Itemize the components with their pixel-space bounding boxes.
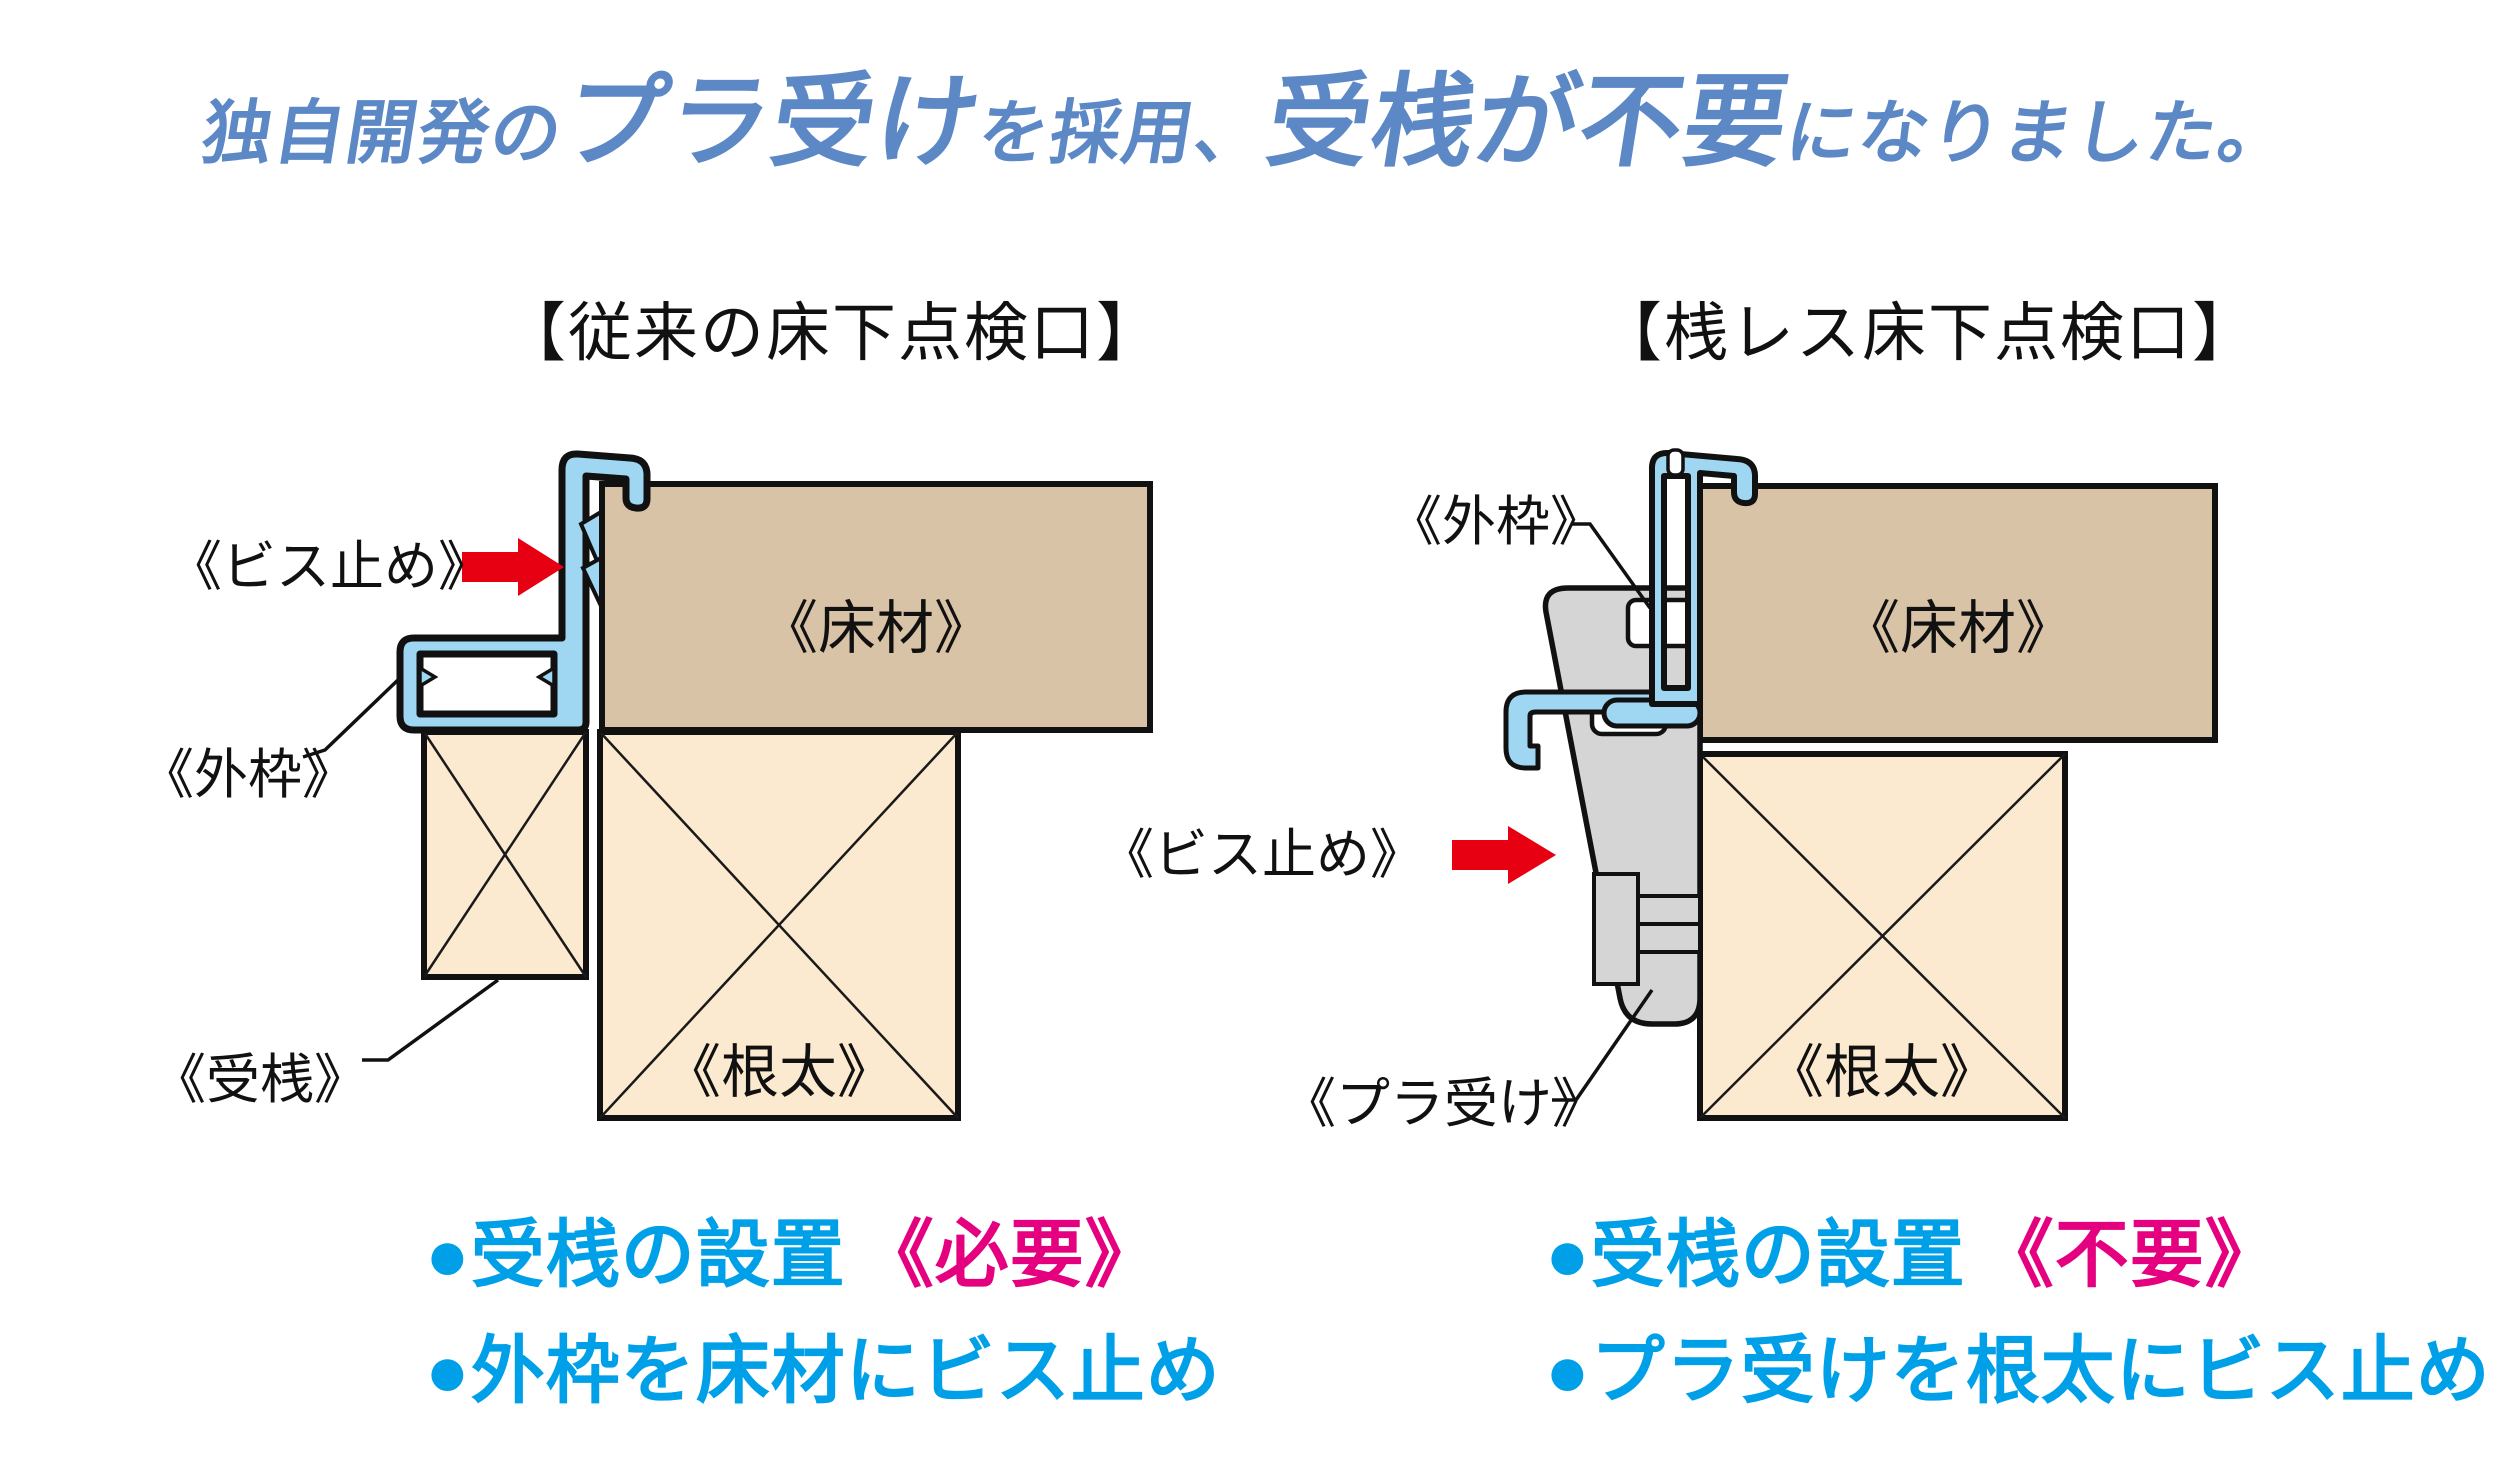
left-diagram: 《ビス止め》 《外枠》 《床材》 《受桟》 《根太》 [140, 450, 1153, 1121]
right-floor-label: 《床材》 [1842, 596, 2074, 661]
left-screw-label: 《ビス止め》 [168, 537, 492, 597]
note-text: ●外枠を床材にビス止め [425, 1329, 1221, 1412]
left-joist-label: 《根太》 [663, 1040, 895, 1105]
right-section-heading: 【桟レス床下点検口】 [1598, 297, 2258, 369]
right-screw-shaft [1636, 922, 1702, 954]
left-notes: ●受桟の設置《必要》 ●外枠を床材にビス止め [425, 1218, 1221, 1450]
right-joist-label: 《根太》 [1766, 1040, 1998, 1105]
note-text: ●受桟の設置 [425, 1213, 846, 1296]
left-joist-cross-line [599, 731, 959, 1119]
right-plastic-label: 《プラ受け》 [1282, 1074, 1606, 1134]
left-channel-notch [535, 664, 556, 690]
left-screw-wedge [578, 508, 603, 571]
note-text: ●受桟の設置 [1545, 1213, 1966, 1296]
note-line: ●プラ受けを根太にビス止め [1545, 1334, 2491, 1408]
note-highlight: 《必要》 [859, 1213, 1160, 1296]
right-screw-head [1592, 872, 1640, 986]
right-floor-box [1697, 483, 2218, 743]
note-line: ●外枠を床材にビス止め [425, 1334, 1221, 1408]
note-line: ●受桟の設置《必要》 [425, 1218, 1221, 1292]
left-rail-leader-line [362, 978, 500, 1062]
left-floor-box [599, 481, 1153, 733]
left-outer-frame-label: 《外枠》 [140, 745, 356, 805]
right-notes: ●受桟の設置《不要》 ●プラ受けを根太にビス止め [1545, 1218, 2491, 1450]
left-screw-arrow-icon [462, 538, 564, 596]
right-outer-frame-label: 《外枠》 [1388, 492, 1604, 552]
left-screw-wedge [580, 554, 603, 607]
right-screw-arrow-icon [1452, 826, 1556, 884]
left-section-heading: 【従来の床下点検口】 [502, 297, 1162, 369]
right-outer-frame-leader-line [1572, 522, 1652, 610]
left-rail-cross-line [422, 731, 588, 978]
right-diagram: 《外枠》 《ビス止め》 《床材》 《プラ受け》 《根太》 [1100, 448, 2218, 1134]
right-screw-shaft [1636, 894, 1702, 926]
note-text: ●プラ受けを根太にビス止め [1545, 1329, 2491, 1412]
left-floor-label: 《床材》 [760, 596, 992, 661]
note-highlight: 《不要》 [1979, 1213, 2280, 1296]
left-outer-frame-leader-line [302, 676, 402, 759]
left-rail-label: 《受桟》 [152, 1050, 368, 1110]
right-plastic-leader-line [1552, 989, 1654, 1102]
left-channel-notch [418, 664, 439, 690]
right-cap-notch [1666, 448, 1685, 477]
right-joist-cross-line [1699, 753, 2066, 1119]
note-line: ●受桟の設置《不要》 [1545, 1218, 2491, 1292]
right-screw-label: 《ビス止め》 [1100, 825, 1424, 885]
